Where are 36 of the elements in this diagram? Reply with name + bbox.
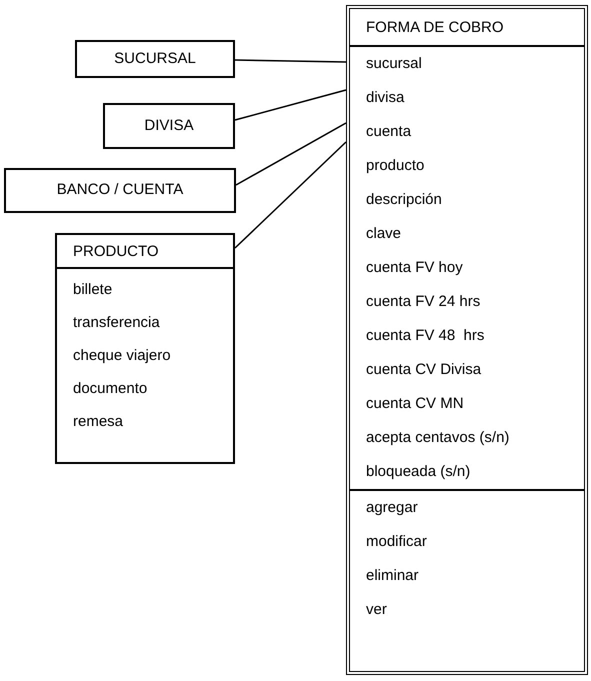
attribute-text: acepta centavos (s/n) — [366, 429, 510, 446]
entity-label: SUCURSAL — [114, 50, 196, 67]
attribute-text: sucursal — [366, 55, 422, 72]
attribute-text: divisa — [366, 89, 404, 106]
method-text: ver — [366, 601, 387, 618]
entity-label: PRODUCTO — [73, 243, 159, 260]
entity-label: BANCO / CUENTA — [56, 181, 184, 198]
list-item: cheque viajero — [73, 347, 171, 364]
connector-line — [234, 141, 347, 249]
entity-box — [103, 103, 235, 149]
connector-line — [236, 122, 346, 186]
attribute-text: cuenta FV 24 hrs — [366, 293, 480, 310]
list-item: documento — [73, 380, 148, 397]
entity-label: DIVISA — [144, 116, 194, 134]
class-box — [346, 5, 588, 675]
entity-box — [75, 40, 235, 78]
connector-line — [234, 59, 346, 63]
attribute-text: cuenta CV MN — [366, 395, 464, 412]
attribute-text: clave — [366, 225, 402, 242]
entity-box — [4, 168, 236, 213]
attribute-text: cuenta FV 48 hrs — [366, 327, 484, 344]
method-text: eliminar — [366, 567, 419, 584]
connector-line — [234, 89, 346, 121]
entity-box — [55, 233, 235, 464]
list-item: transferencia — [73, 314, 160, 331]
attribute-text: descripción — [366, 191, 442, 208]
attribute-text: cuenta — [366, 123, 412, 140]
method-text: agregar — [366, 499, 418, 516]
class-name: FORMA DE COBRO — [366, 19, 504, 36]
attribute-text: cuenta CV Divisa — [366, 361, 482, 378]
list-item: billete — [73, 281, 112, 298]
attribute-text: producto — [366, 157, 424, 174]
attribute-text: bloqueada (s/n) — [366, 463, 470, 480]
attribute-text: cuenta FV hoy — [366, 259, 463, 276]
list-item: remesa — [73, 413, 124, 430]
method-text: modificar — [366, 533, 427, 550]
